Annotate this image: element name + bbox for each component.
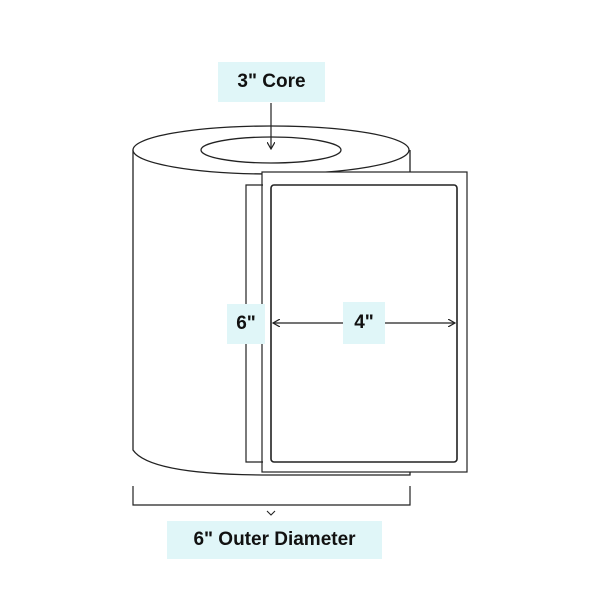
outer-diameter-pointer-icon [266,510,276,516]
label-width-label: 4" [343,302,385,344]
outer-diameter-bracket [132,486,411,506]
outer-diameter-label: 6" Outer Diameter [167,521,382,559]
label-height-label: 6" [227,304,265,344]
core-size-label: 3" Core [218,62,325,102]
